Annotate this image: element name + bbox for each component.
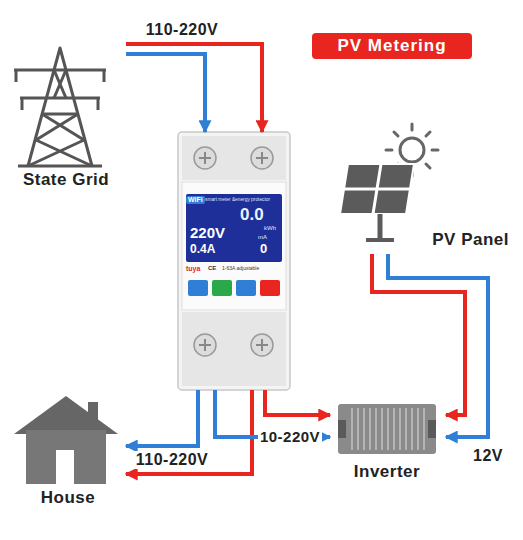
unit-label: kWh bbox=[264, 225, 276, 232]
inverter-icon bbox=[338, 404, 436, 454]
tower-arm bbox=[14, 69, 106, 72]
insulator bbox=[103, 70, 106, 82]
meter-brand: smart meter &energy protector bbox=[205, 197, 270, 203]
house-door bbox=[56, 450, 74, 484]
tower-brace bbox=[54, 70, 66, 98]
node-label: State Grid bbox=[8, 170, 124, 190]
tower-base bbox=[18, 165, 102, 168]
meter-button bbox=[212, 280, 232, 296]
insulator bbox=[21, 98, 24, 110]
rating-label: 1-63A adjustable bbox=[222, 266, 259, 272]
lcd-screen bbox=[186, 194, 282, 262]
neutral-wire bbox=[388, 254, 488, 437]
meter-button bbox=[236, 280, 256, 296]
panel-cells bbox=[344, 164, 410, 214]
voltage-reading: 220V bbox=[190, 224, 225, 241]
pv-node: PV Panel bbox=[335, 122, 511, 254]
node-label: Inverter bbox=[330, 462, 444, 482]
screw-slot bbox=[199, 339, 268, 351]
panel-stand bbox=[366, 238, 394, 242]
tower-brace bbox=[36, 114, 78, 140]
tower-brace bbox=[28, 140, 84, 166]
wire-pair bbox=[372, 254, 488, 437]
voltage-label: 10-220V bbox=[258, 428, 322, 445]
meter-face bbox=[182, 182, 286, 310]
title-text: PV Metering bbox=[337, 36, 446, 56]
grid-node: State Grid bbox=[8, 40, 126, 195]
leakage-reading: 0 bbox=[260, 242, 267, 257]
sun bbox=[400, 138, 424, 162]
tower-brace bbox=[42, 114, 84, 140]
insulator bbox=[97, 98, 100, 110]
wire-pair bbox=[126, 390, 252, 474]
house-wall bbox=[26, 430, 106, 484]
energy-reading: 0.0 bbox=[240, 205, 264, 225]
roof bbox=[14, 396, 118, 434]
heatsink-fins bbox=[352, 408, 424, 450]
inverter-node: Inverter bbox=[330, 398, 446, 488]
tower-brace bbox=[54, 70, 66, 98]
neutral-wire bbox=[126, 54, 205, 132]
inverter-cap bbox=[428, 420, 436, 438]
power-tower bbox=[14, 48, 106, 166]
wifi-badge: WiFi bbox=[186, 196, 205, 204]
cert-mark: CE bbox=[208, 265, 216, 272]
tower-arm bbox=[20, 97, 100, 100]
unit-label: mA bbox=[258, 234, 267, 241]
live-wire bbox=[126, 390, 252, 474]
terminal-block bbox=[182, 136, 286, 180]
meter-node: WiFismart meter &energy protector 0.0kWh 2… bbox=[178, 132, 290, 390]
panel-stem bbox=[378, 214, 383, 240]
neutral-wire bbox=[126, 390, 198, 446]
house-node: House bbox=[12, 392, 126, 512]
tower-brace bbox=[36, 140, 92, 166]
screw-slot bbox=[199, 152, 268, 164]
inverter-cap bbox=[338, 420, 346, 438]
title-badge: PV Metering bbox=[312, 33, 472, 59]
terminal-block bbox=[182, 312, 286, 386]
tower-legs bbox=[28, 48, 92, 166]
meter-body bbox=[178, 132, 290, 390]
live-wire bbox=[265, 390, 330, 415]
current-reading: 0.4A bbox=[190, 243, 215, 257]
node-label: PV Panel bbox=[395, 230, 509, 250]
meter-button bbox=[188, 280, 208, 296]
meter-button bbox=[260, 280, 280, 296]
insulator bbox=[15, 70, 18, 82]
inverter-body bbox=[338, 404, 436, 454]
house-icon bbox=[14, 396, 118, 484]
voltage-label: 110-220V bbox=[134, 451, 211, 469]
wire-pair bbox=[126, 44, 262, 132]
tower-brace bbox=[42, 113, 78, 116]
voltage-label: 12V bbox=[471, 447, 505, 465]
solar-panel bbox=[340, 164, 414, 214]
node-label: House bbox=[12, 488, 124, 508]
brand-logo: tuya bbox=[186, 265, 200, 273]
meter-device bbox=[178, 132, 290, 390]
live-wire bbox=[126, 44, 262, 132]
voltage-label: 110-220V bbox=[144, 21, 221, 39]
pv-panel-icon bbox=[340, 124, 438, 240]
